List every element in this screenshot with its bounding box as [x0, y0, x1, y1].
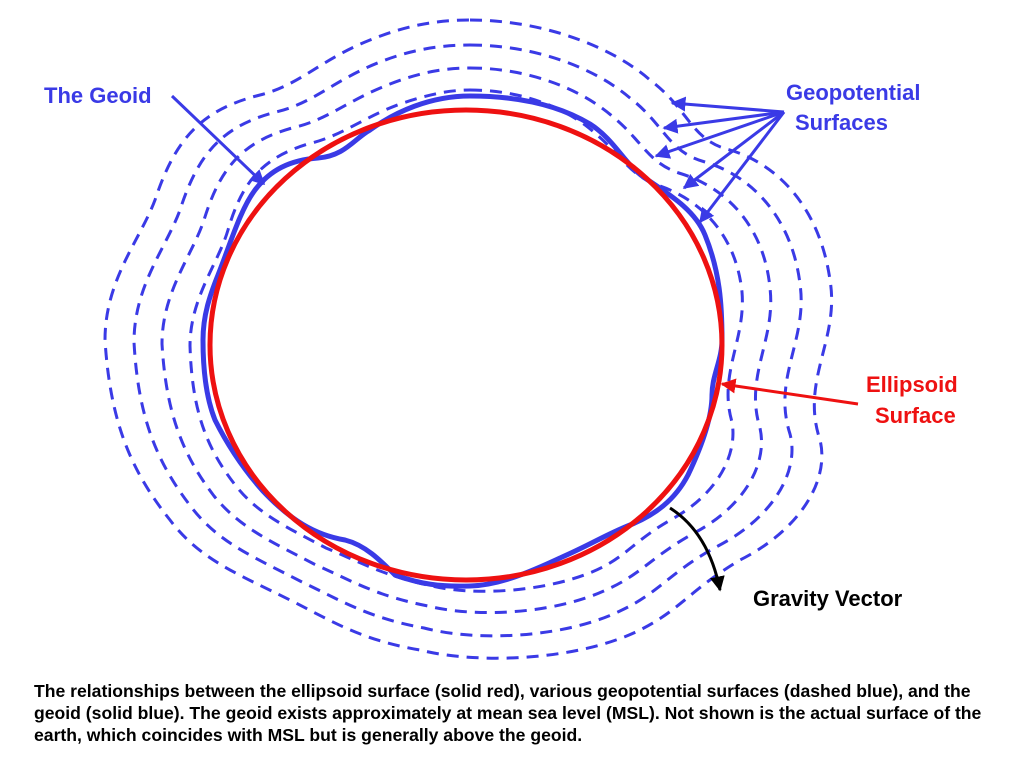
geoid-surface	[200, 93, 725, 589]
geopotential-arrow	[662, 110, 785, 134]
gravity-vector-label: Gravity Vector	[753, 586, 903, 611]
geopotential-arrow	[670, 96, 785, 114]
ellipsoid-surface	[207, 107, 725, 583]
geopotential-arrows	[654, 96, 786, 224]
geopotential-label-line1: Geopotential	[786, 80, 920, 105]
geopotential-arrow	[698, 111, 786, 224]
geoid-label: The Geoid	[44, 83, 152, 108]
geopotential-surface-1	[188, 88, 744, 593]
geopotential-surface-4	[103, 18, 834, 660]
geoid-arrow	[170, 94, 266, 186]
geopotential-surface-2	[160, 66, 773, 615]
geopotential-surface-3	[132, 43, 803, 638]
geopotential-arrow	[682, 110, 785, 190]
geopotential-label-line2: Surfaces	[795, 110, 888, 135]
ellipsoid-label-line1: Ellipsoid	[866, 372, 958, 397]
geopotential-arrow	[654, 110, 785, 159]
ellipsoid-label-line2: Surface	[875, 403, 956, 428]
figure-caption: The relationships between the ellipsoid …	[34, 681, 982, 745]
gravity-vector-arrow	[669, 506, 725, 592]
ellipsoid-arrow	[720, 378, 859, 406]
